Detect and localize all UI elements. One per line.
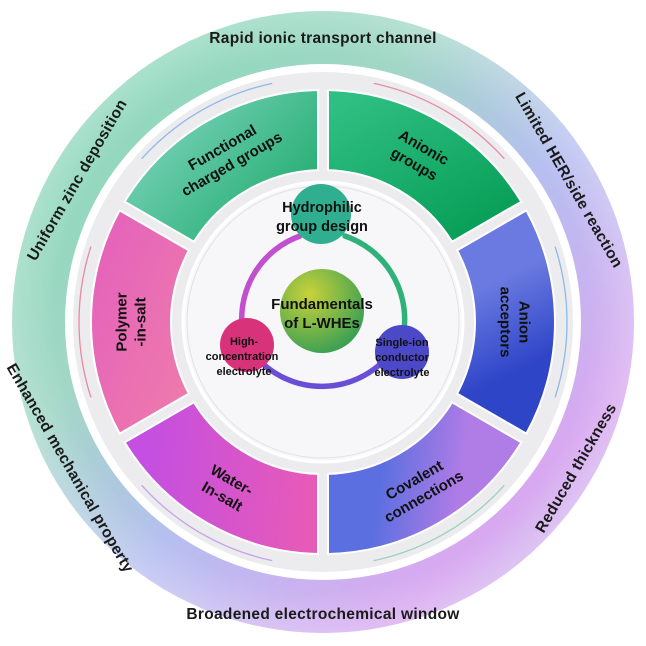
top-node-line1: Hydrophilic	[282, 200, 362, 216]
band-arrow-0	[373, 82, 505, 160]
center-node	[280, 269, 364, 353]
inner-arc-bottom	[249, 347, 396, 390]
segment-2	[327, 400, 523, 555]
segment-4	[90, 208, 191, 436]
segment-0	[327, 89, 523, 244]
band-arrow-4	[78, 246, 92, 398]
inner-arc-left	[238, 233, 303, 329]
segment-5	[123, 89, 319, 244]
center-label-line2: of L-WHEs	[284, 315, 360, 332]
top-node-line2: group design	[276, 219, 368, 235]
left-node-line1: High-	[230, 336, 258, 348]
segment-4-label-0: Polymer	[114, 292, 131, 351]
segment-1-label-1: acceptors	[497, 287, 514, 358]
band-arrow-3	[141, 484, 273, 562]
outer-label-3: Broadened electrochemical window	[186, 606, 460, 623]
segment-1	[455, 208, 556, 436]
segment-1-label-0: Anion	[516, 301, 533, 344]
right-node-line2: conductor	[375, 352, 429, 364]
band-arrow-2	[373, 484, 505, 562]
left-node-line3: electrolyte	[216, 366, 271, 378]
node-high-concentration	[220, 318, 274, 372]
segment-3	[123, 400, 319, 555]
center-label-line1: Fundamentals	[271, 296, 373, 313]
segment-4-label-1: -in-salt	[133, 297, 150, 346]
node-single-ion	[375, 325, 429, 379]
inner-arc-right	[342, 233, 408, 333]
band-arrow-1	[554, 246, 568, 398]
node-hydrophilic	[291, 184, 351, 244]
right-node-line3: electrolyte	[374, 367, 429, 379]
left-node-line2: concentration	[206, 351, 279, 363]
band-arrow-5	[141, 82, 273, 160]
outer-label-0: Rapid ionic transport channel	[209, 30, 436, 47]
segment-wheel: AnionicgroupsAnionacceptorsCovalentconne…	[90, 89, 556, 555]
right-node-line1: Single-ion	[375, 337, 428, 349]
